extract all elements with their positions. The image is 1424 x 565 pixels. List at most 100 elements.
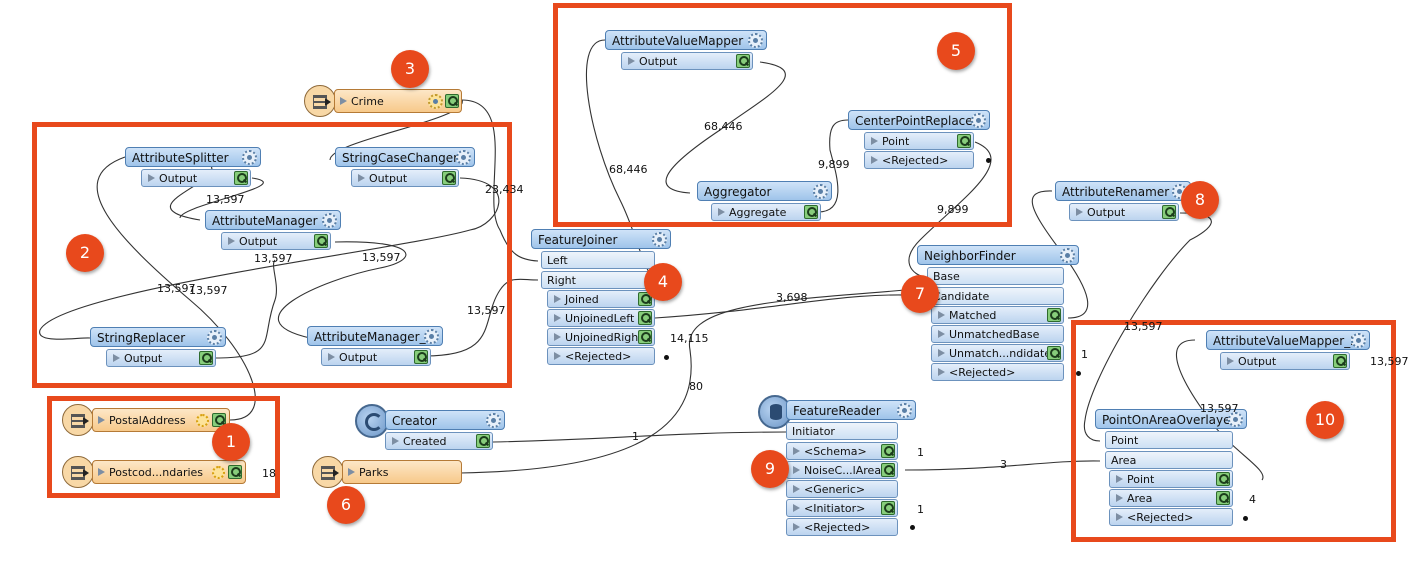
inspect-icon[interactable] [638, 292, 652, 306]
transformer-header[interactable]: AttributeManager [205, 210, 341, 230]
gear-icon[interactable] [1351, 333, 1366, 348]
inspect-icon[interactable] [736, 54, 750, 68]
gear-icon[interactable] [1060, 248, 1075, 263]
output-port-generic[interactable]: <Generic> [786, 480, 898, 498]
transformer-header[interactable]: AttributeValueMapper [605, 30, 767, 50]
transformer-centerpointreplacer[interactable]: CenterPointReplacer Point <Rejected> [848, 110, 990, 172]
transformer-attributerenamer[interactable]: AttributeRenamer Output [1055, 181, 1191, 223]
inspect-icon[interactable] [1216, 491, 1230, 505]
transformer-pointonareaoverlayer[interactable]: PointOnAreaOverlayer Point Area Point Ar… [1095, 409, 1247, 531]
transformer-header[interactable]: AttributeValueMapper_2 [1206, 330, 1370, 350]
inspect-icon[interactable] [314, 234, 328, 248]
inspect-icon[interactable] [1162, 205, 1176, 219]
output-port-point[interactable]: Point [864, 132, 974, 150]
output-port-initiator[interactable]: <Initiator> [786, 499, 898, 517]
transformer-header[interactable]: Aggregator [697, 181, 832, 201]
input-port-right[interactable]: Right [541, 271, 655, 289]
inspect-icon[interactable] [445, 94, 459, 108]
input-port-initiator[interactable]: Initiator [786, 422, 898, 440]
transformer-featurereader[interactable]: FeatureReader Initiator <Schema> NoiseC.… [786, 400, 916, 540]
gear-icon[interactable] [748, 33, 763, 48]
output-port[interactable]: Output [1220, 352, 1350, 370]
gear-icon[interactable] [207, 330, 222, 345]
feature-type-crime[interactable]: Crime [334, 89, 462, 113]
transformer-attributesplitter[interactable]: AttributeSplitter Output [125, 147, 261, 189]
transformer-header[interactable]: FeatureReader [786, 400, 916, 420]
inspect-icon[interactable] [881, 444, 895, 458]
inspect-icon[interactable] [957, 134, 971, 148]
output-port-unmatchedbase[interactable]: UnmatchedBase [931, 325, 1064, 343]
inspect-icon[interactable] [1047, 346, 1061, 360]
transformer-neighborfinder[interactable]: NeighborFinder Base Candidate Matched Un… [917, 245, 1079, 385]
inspect-icon[interactable] [212, 413, 226, 427]
input-port-left[interactable]: Left [541, 251, 655, 269]
output-port-joined[interactable]: Joined [547, 290, 655, 308]
transformer-header[interactable]: AttributeRenamer [1055, 181, 1191, 201]
input-port-point[interactable]: Point [1105, 431, 1233, 449]
output-port[interactable]: Output [321, 348, 431, 366]
transformer-header[interactable]: Creator [385, 410, 505, 430]
transformer-header[interactable]: AttributeSplitter [125, 147, 261, 167]
inspect-icon[interactable] [234, 171, 248, 185]
gear-icon[interactable] [456, 150, 471, 165]
output-port-rejected[interactable]: <Rejected> [1109, 508, 1233, 526]
transformer-featurejoiner[interactable]: FeatureJoiner Left Right Joined Unjoined… [531, 229, 671, 369]
feature-type-postcode-boundaries[interactable]: Postcod...ndaries [92, 460, 246, 484]
transformer-stringcasechanger[interactable]: StringCaseChanger Output [335, 147, 475, 189]
inspect-icon[interactable] [199, 351, 213, 365]
input-port-candidate[interactable]: Candidate [927, 287, 1064, 305]
inspect-icon[interactable] [881, 463, 895, 477]
output-port-noiseareas[interactable]: NoiseC...lAreas [786, 461, 898, 479]
output-port[interactable]: Aggregate [711, 203, 821, 221]
inspect-icon[interactable] [1216, 472, 1230, 486]
inspect-icon[interactable] [1047, 308, 1061, 322]
inspect-icon[interactable] [638, 330, 652, 344]
output-port-area[interactable]: Area [1109, 489, 1233, 507]
inspect-icon[interactable] [881, 501, 895, 515]
output-port-rejected[interactable]: <Rejected> [547, 347, 655, 365]
gear-icon[interactable] [196, 414, 209, 427]
output-port-rejected[interactable]: <Rejected> [786, 518, 898, 536]
input-port-area[interactable]: Area [1105, 451, 1233, 469]
output-port[interactable]: Output [351, 169, 459, 187]
gear-icon[interactable] [428, 94, 443, 109]
gear-icon[interactable] [212, 466, 225, 479]
inspect-icon[interactable] [476, 434, 490, 448]
output-port-unjoinedleft[interactable]: UnjoinedLeft [547, 309, 655, 327]
output-port[interactable]: Output [106, 349, 216, 367]
output-port-schema[interactable]: <Schema> [786, 442, 898, 460]
transformer-header[interactable]: PointOnAreaOverlayer [1095, 409, 1247, 429]
transformer-aggregator[interactable]: Aggregator Aggregate [697, 181, 832, 223]
gear-icon[interactable] [971, 113, 986, 128]
gear-icon[interactable] [424, 329, 439, 344]
transformer-attributevaluemapper[interactable]: AttributeValueMapper Output [605, 30, 767, 72]
feature-type-parks[interactable]: Parks [342, 460, 462, 484]
inspect-icon[interactable] [638, 311, 652, 325]
gear-icon[interactable] [897, 403, 912, 418]
output-port[interactable]: Output [221, 232, 331, 250]
transformer-header[interactable]: StringReplacer [90, 327, 226, 347]
transformer-attributemanager[interactable]: AttributeManager Output [205, 210, 341, 252]
inspect-icon[interactable] [228, 465, 242, 479]
transformer-header[interactable]: StringCaseChanger [335, 147, 475, 167]
output-port-rejected[interactable]: <Rejected> [864, 151, 974, 169]
output-port[interactable]: Output [141, 169, 251, 187]
output-port-rejected[interactable]: <Rejected> [931, 363, 1064, 381]
inspect-icon[interactable] [442, 171, 456, 185]
transformer-header[interactable]: NeighborFinder [917, 245, 1079, 265]
output-port-point[interactable]: Point [1109, 470, 1233, 488]
input-port-base[interactable]: Base [927, 267, 1064, 285]
gear-icon[interactable] [813, 184, 828, 199]
gear-icon[interactable] [322, 213, 337, 228]
inspect-icon[interactable] [414, 350, 428, 364]
feature-type-postaladdress[interactable]: PostalAddress [92, 408, 230, 432]
transformer-attributemanager-2[interactable]: AttributeManager_2 Output [307, 326, 443, 368]
output-port[interactable]: Output [1069, 203, 1179, 221]
inspect-icon[interactable] [1333, 354, 1347, 368]
output-port-unjoinedright[interactable]: UnjoinedRight [547, 328, 655, 346]
gear-icon[interactable] [242, 150, 257, 165]
output-port-matched[interactable]: Matched [931, 306, 1064, 324]
transformer-header[interactable]: CenterPointReplacer [848, 110, 990, 130]
gear-icon[interactable] [1228, 412, 1243, 427]
